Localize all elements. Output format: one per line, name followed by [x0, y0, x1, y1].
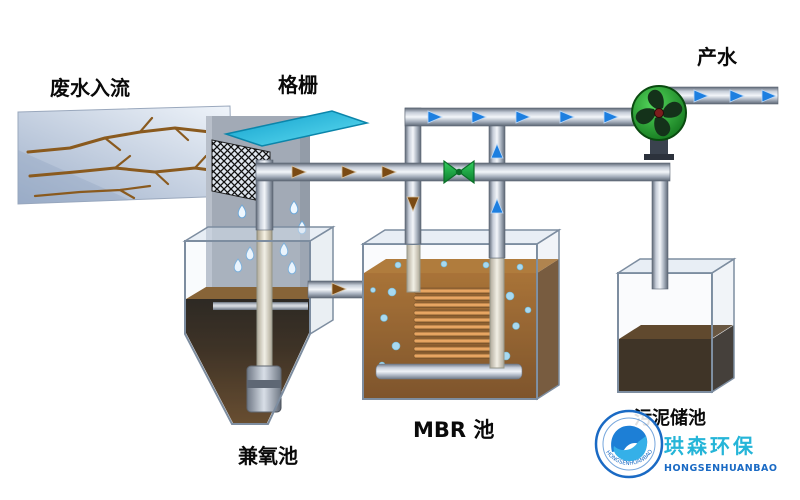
sludge-liquid [619, 339, 711, 391]
label-screen: 格栅 [278, 73, 318, 97]
aeration-pipe [375, 363, 523, 380]
label-product-water: 产水 [697, 45, 738, 69]
sludge-tank [615, 257, 737, 394]
valve-icon [443, 159, 475, 185]
inflow-branches [26, 116, 227, 200]
facultative-tank [182, 225, 336, 425]
pump-fan [631, 85, 687, 160]
mbr-tank [360, 228, 562, 401]
horizontal-pipes [255, 86, 779, 182]
inflow-panel [17, 105, 233, 205]
watermark-logo-mark [611, 425, 648, 452]
tank1-mixer-device [246, 365, 282, 413]
bar-screen [211, 110, 370, 204]
transfer-pipe [307, 280, 367, 299]
membrane-module [413, 287, 501, 359]
label-inflow: 废水入流 [50, 76, 130, 100]
sludge-drop-pipe [651, 178, 669, 290]
label-facultative-tank: 兼氧池 [238, 444, 298, 468]
screen-plate [223, 110, 370, 147]
watermark-en-text: HONGSENHUANBAO [664, 463, 777, 474]
watermark: HONGSENHUANBAO 珙森环保 HONGSENHUANBAO [594, 409, 777, 479]
label-mbr-tank: MBR 池 [413, 418, 494, 442]
watermark-cn-text: 珙森环保 [664, 434, 756, 458]
